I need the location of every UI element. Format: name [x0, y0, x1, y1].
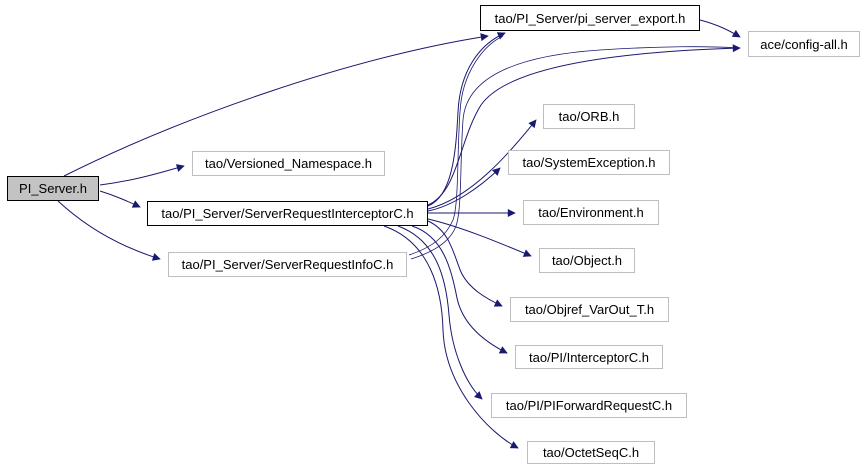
node-tao-orb-h[interactable]: tao/ORB.h: [543, 104, 635, 129]
node-pi-server-export-h[interactable]: tao/PI_Server/pi_server_export.h: [480, 5, 700, 31]
node-versioned-namespace-h[interactable]: tao/Versioned_Namespace.h: [192, 151, 385, 176]
node-octet-seq-c-h[interactable]: tao/OctetSeqC.h: [527, 441, 655, 464]
node-objref-varout-t-h[interactable]: tao/Objref_VarOut_T.h: [510, 297, 669, 322]
node-environment-h[interactable]: tao/Environment.h: [523, 200, 659, 225]
node-object-h[interactable]: tao/Object.h: [539, 248, 635, 273]
node-pi-interceptor-c-h[interactable]: tao/PI/InterceptorC.h: [515, 345, 663, 369]
node-system-exception-h[interactable]: tao/SystemException.h: [508, 150, 670, 175]
node-ace-config-all-h[interactable]: ace/config-all.h: [748, 31, 860, 57]
node-server-request-interceptor-c-h[interactable]: tao/PI_Server/ServerRequestInterceptorC.…: [147, 201, 428, 226]
node-pi-server-h[interactable]: PI_Server.h: [7, 176, 99, 201]
node-server-request-info-c-h[interactable]: tao/PI_Server/ServerRequestInfoC.h: [168, 252, 407, 277]
node-pi-forward-request-c-h[interactable]: tao/PI/PIForwardRequestC.h: [491, 393, 687, 418]
